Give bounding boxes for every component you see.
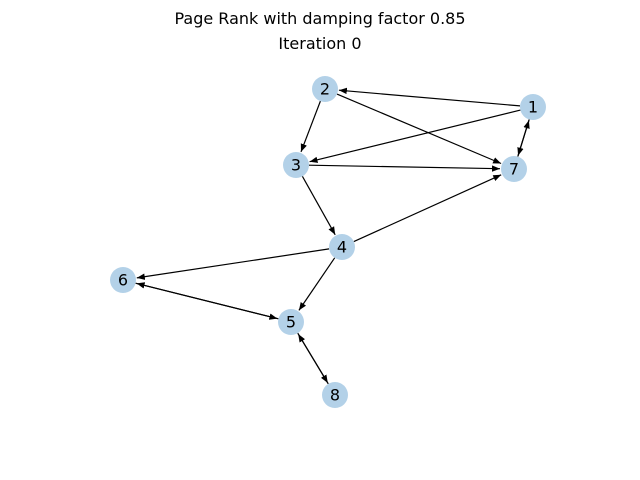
node-label-5: 5 (286, 313, 296, 332)
graph-node-8: 8 (322, 382, 348, 408)
edge-4-to-6 (136, 248, 330, 280)
edge-8-to-5 (297, 333, 329, 385)
node-circle-4 (329, 234, 355, 260)
graph-node-3: 3 (283, 152, 309, 178)
node-circle-7 (501, 156, 527, 182)
graph-node-5: 5 (278, 309, 304, 335)
graph-node-2: 2 (312, 76, 338, 102)
graph-node-4: 4 (329, 234, 355, 260)
graph-node-7: 7 (501, 156, 527, 182)
node-label-6: 6 (118, 271, 128, 290)
node-label-1: 1 (528, 98, 538, 117)
edge-3-to-4 (301, 176, 336, 236)
edge-3-to-7 (308, 164, 501, 172)
edge-2-to-3 (300, 100, 321, 153)
node-label-2: 2 (320, 80, 330, 99)
node-circle-6 (110, 267, 136, 293)
nodes-layer: 1 2 3 4 5 6 7 8 (110, 76, 546, 408)
edge-2-to-7 (336, 93, 502, 165)
node-circle-5 (278, 309, 304, 335)
figure-subtitle: Iteration 0 (278, 34, 361, 53)
graph-node-6: 6 (110, 267, 136, 293)
node-circle-1 (520, 94, 546, 120)
graph-node-1: 1 (520, 94, 546, 120)
node-label-3: 3 (291, 156, 301, 175)
edges-layer (135, 87, 530, 385)
edge-4-to-5 (298, 257, 336, 311)
node-label-8: 8 (330, 386, 340, 405)
figure-title: Page Rank with damping factor 0.85 (174, 9, 465, 28)
node-circle-2 (312, 76, 338, 102)
node-label-7: 7 (509, 160, 519, 179)
edge-7-to-1 (517, 120, 530, 157)
node-label-4: 4 (337, 238, 347, 257)
edge-4-to-7 (353, 174, 502, 243)
edge-1-to-3 (309, 109, 521, 163)
edge-5-to-6 (136, 282, 279, 320)
node-circle-8 (322, 382, 348, 408)
node-circle-3 (283, 152, 309, 178)
edge-1-to-2 (338, 87, 521, 107)
